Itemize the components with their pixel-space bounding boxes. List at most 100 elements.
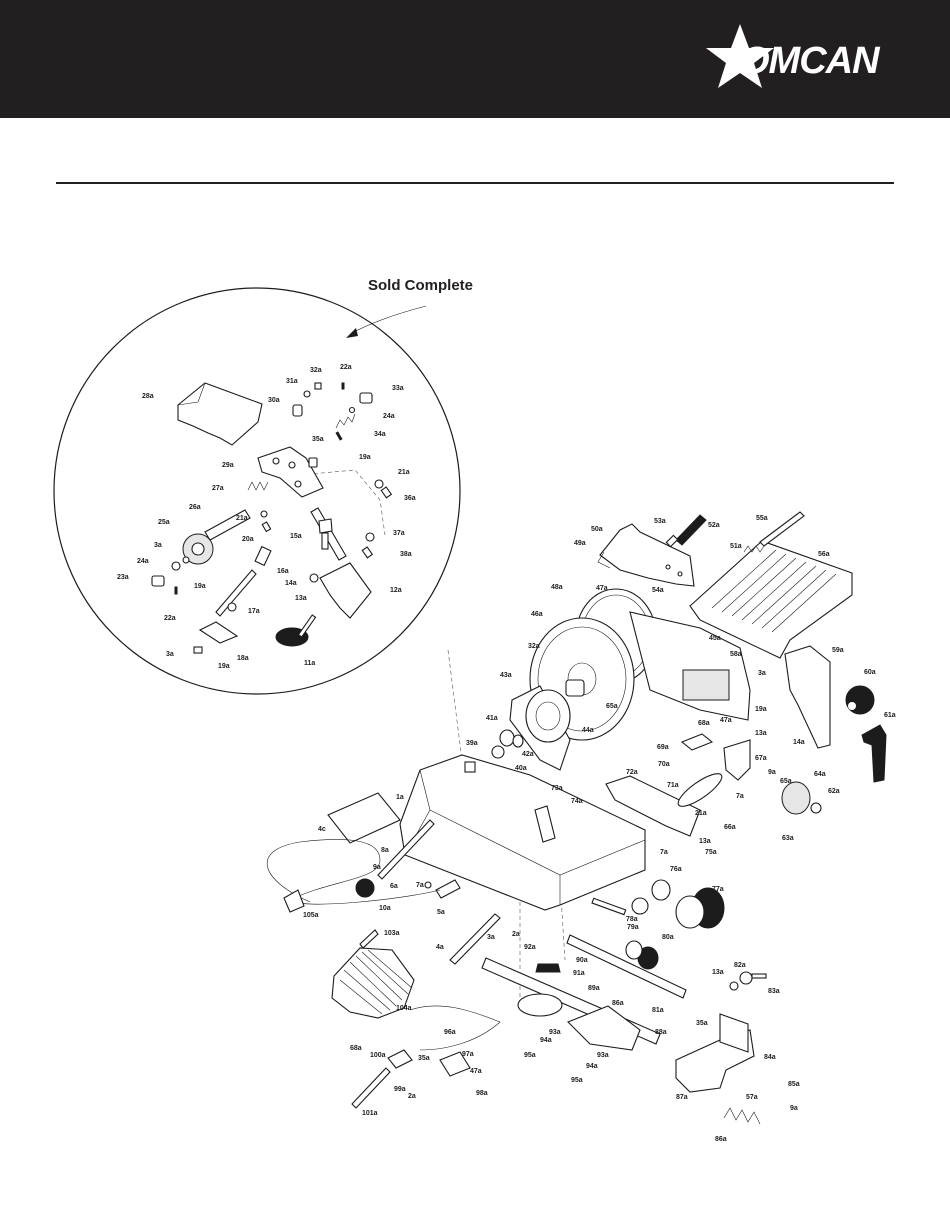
part-label-47a-c: 47a [470,1068,482,1075]
part-label-82a: 82a [734,962,746,969]
part-label-93a-b: 93a [597,1052,609,1059]
callout-arrow-head [346,328,358,338]
part-label-35a-top: 35a [312,436,324,443]
part-96a-wire [409,1005,501,1051]
part-label-26a: 26a [189,504,201,511]
assembly-line [447,649,463,761]
part-label-13a-d: 13a [712,969,724,976]
part-67a-block [723,739,751,781]
part-label-4a: 4a [436,944,444,951]
part-92a-foot [535,963,561,973]
part-38a [361,546,374,559]
part-4a-rod [449,913,501,965]
part-label-29a: 29a [222,462,234,469]
part-31a [303,390,311,398]
sold-complete-circle [53,287,461,695]
part-label-92a: 92a [524,944,536,951]
part-label-98a: 98a [476,1090,488,1097]
part-26a-shaft [204,509,251,541]
part-label-16a: 16a [277,568,289,575]
page-header: OMCAN [0,0,950,118]
part-label-13a-b: 13a [755,730,767,737]
part-label-94a-b: 94a [586,1063,598,1070]
part-label-40a: 40a [515,765,527,772]
part-label-8a: 8a [381,847,389,854]
omcan-star-logo-icon [706,24,774,88]
part-label-83a: 83a [768,988,780,995]
part-label-54a: 54a [652,587,664,594]
part-23a [151,575,165,587]
part-label-88a: 88a [655,1029,667,1036]
part-61a-lever [861,724,887,783]
part-label-21a-top: 21a [398,469,410,476]
part-17a-rod [215,569,257,617]
part-18a [198,621,239,644]
part-label-87a: 87a [676,1094,688,1101]
part-label-86a-b: 86a [715,1136,727,1143]
part-label-17a: 17a [248,608,260,615]
part-label-5a: 5a [437,909,445,916]
part-label-41a: 41a [486,715,498,722]
part-label-59a: 59a [832,647,844,654]
sold-complete-callout: Sold Complete [368,277,474,294]
part-label-4c: 4c [318,826,326,833]
part-41a [499,729,515,747]
part-label-3a-b: 3a [166,651,174,658]
part-label-28a: 28a [142,393,154,400]
part-71a-shaft [677,773,723,807]
part-label-27a: 27a [212,485,224,492]
part-label-56a: 56a [818,551,830,558]
part-label-3a-a: 3a [154,542,162,549]
part-69a [680,733,714,751]
part-label-19a-l: 19a [194,583,206,590]
part-label-53a: 53a [654,518,666,525]
part-label-62a: 62a [828,788,840,795]
part-81a-rod [566,934,687,999]
part-29a-carriage [257,446,324,498]
part-label-42a: 42a [522,751,534,758]
part-label-11a: 11a [304,660,315,667]
part-label-24a-top: 24a [383,413,395,420]
part-label-24a-l: 24a [137,558,149,565]
part-22a-pin [341,382,345,390]
part-label-58a: 58a [730,651,742,658]
part-label-44a: 44a [582,727,594,734]
part-label-105a: 105a [303,912,319,919]
part-73a-bracket [534,805,556,843]
part-24a [348,406,356,414]
part-label-19a-b: 19a [218,663,230,670]
part-label-94a-a: 94a [540,1037,552,1044]
part-label-48a: 48a [551,584,563,591]
part-label-31a: 31a [286,378,298,385]
part-label-85a: 85a [788,1081,800,1088]
part-label-10a: 10a [379,905,391,912]
part-label-35a-c: 35a [418,1055,430,1062]
part-label-101a: 101a [362,1110,378,1117]
part-label-39a: 39a [466,740,478,747]
part-19a-pin [335,431,343,441]
part-label-64a: 64a [814,771,826,778]
part-label-7a-b: 7a [660,849,668,856]
part-27a-spring [247,481,269,491]
part-28a-cover [177,382,263,446]
part-label-19a-c: 19a [755,706,767,713]
part-103a-rod [359,929,379,949]
part-label-95a-a: 95a [524,1052,536,1059]
part-label-46a: 46a [531,611,543,618]
part-4c-plate [327,792,401,844]
part-label-2a-b: 2a [408,1093,416,1100]
part-86a-spring [723,1107,761,1125]
part-label-7a-c: 7a [416,882,424,889]
part-label-19a-top: 19a [359,454,371,461]
part-60a-knob [845,685,875,715]
part-55a-rod [759,511,805,547]
part-label-23a: 23a [117,574,129,581]
brand-logo-text: OMCAN [740,40,880,82]
part-104a-motor [331,947,415,1019]
part-label-2a-a: 2a [512,931,520,938]
part-34a-spring [335,413,356,429]
part-label-91a: 91a [573,970,585,977]
part-label-81a: 81a [652,1007,664,1014]
part-label-14a-b: 14a [793,739,805,746]
